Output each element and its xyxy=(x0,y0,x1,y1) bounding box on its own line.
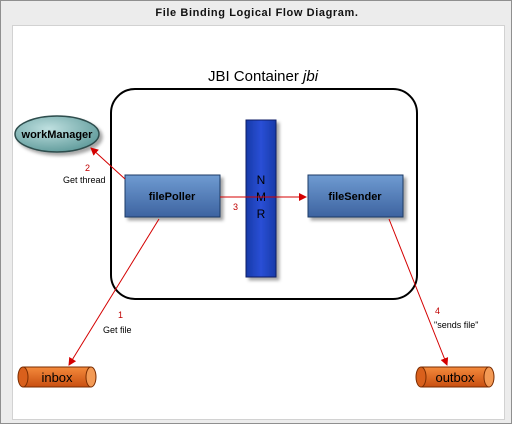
filepoller-node: filePoller xyxy=(124,174,221,218)
outbox-node: outbox xyxy=(415,366,495,388)
filepoller-label: filePoller xyxy=(149,191,196,203)
outbox-label: outbox xyxy=(435,370,475,385)
inbox-label: inbox xyxy=(41,370,73,385)
edge-2-label: Get thread xyxy=(63,175,106,185)
nmr-letter-r: R xyxy=(257,207,266,221)
edge-4-label: "sends file" xyxy=(434,320,478,330)
nmr-letter-n: N xyxy=(257,173,266,187)
edge-2-number: 2 xyxy=(85,163,90,173)
filesender-label: fileSender xyxy=(328,191,382,203)
edge-1-number: 1 xyxy=(118,310,123,320)
edge-4-number: 4 xyxy=(435,306,440,316)
edge-get-thread: 2 Get thread xyxy=(63,147,126,185)
edge-1-label: Get file xyxy=(103,325,132,335)
page-title: File Binding Logical Flow Diagram. xyxy=(155,7,359,19)
filesender-node: fileSender xyxy=(307,174,404,218)
edge-sends-file: 4 "sends file" xyxy=(388,218,478,366)
workmanager-node: workManager xyxy=(14,115,100,153)
container-title: JBI Container jbi xyxy=(208,68,319,85)
nmr-node: N M R xyxy=(245,119,277,278)
inbox-node: inbox xyxy=(17,366,97,388)
edge-get-file: 1 Get file xyxy=(68,218,160,366)
edge-3-number: 3 xyxy=(233,202,238,212)
edge-route: 3 xyxy=(220,193,307,212)
workmanager-label: workManager xyxy=(21,129,94,141)
